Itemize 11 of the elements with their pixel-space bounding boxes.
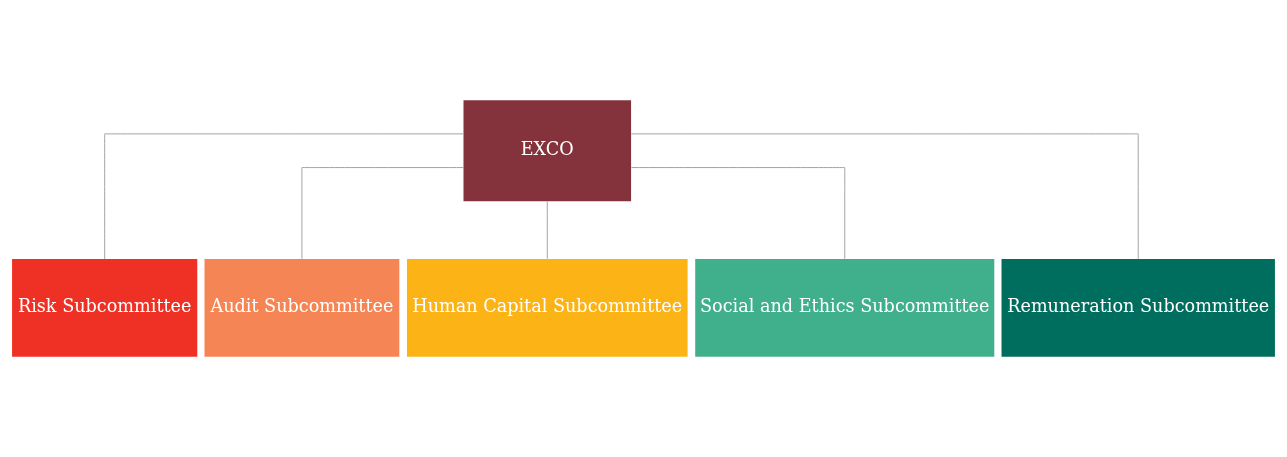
connector	[630, 133, 1139, 260]
connector	[104, 133, 464, 260]
node-box: EXCO	[463, 100, 632, 202]
connector	[630, 167, 846, 260]
node-box: Human Capital Subcommittee	[406, 258, 688, 357]
node-box: Risk Subcommittee	[12, 258, 198, 357]
connector	[546, 200, 548, 260]
node-box: Audit Subcommittee	[204, 258, 400, 357]
node-box: Social and Ethics Subcommittee	[695, 258, 995, 357]
node-box: Remuneration Subcommittee	[1001, 258, 1275, 357]
connector	[301, 167, 464, 260]
